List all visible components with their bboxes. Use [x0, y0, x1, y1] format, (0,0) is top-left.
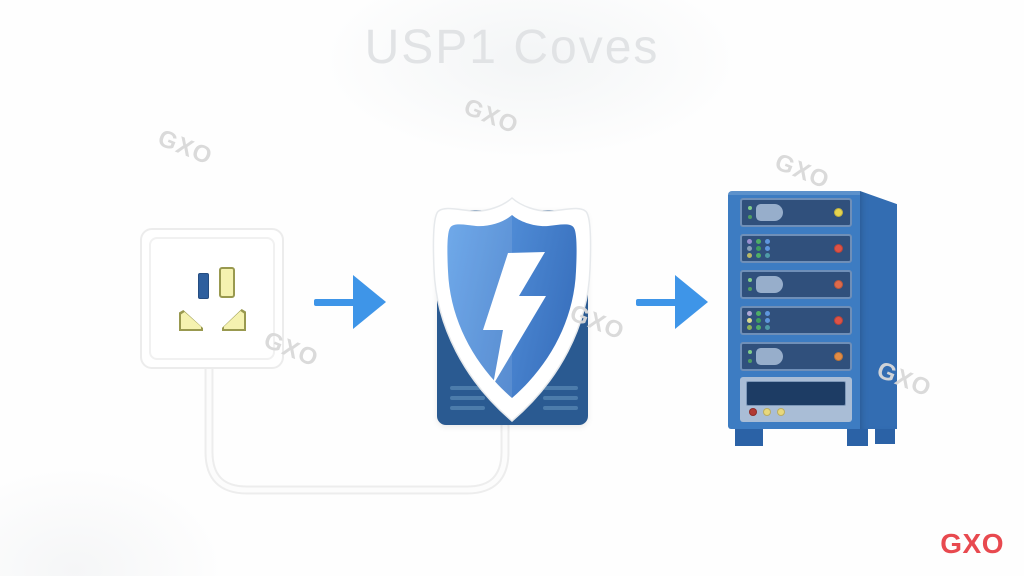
rack-units — [740, 198, 852, 371]
shield-lightning-icon — [432, 196, 592, 422]
port-led — [756, 325, 761, 330]
activity-led — [748, 215, 752, 219]
panel-led — [763, 408, 771, 416]
shield-facet — [447, 215, 512, 398]
port-led — [765, 311, 770, 316]
rack-side-panel — [860, 191, 897, 429]
gxo-logo: GXO — [940, 528, 1004, 559]
arrow-head — [675, 275, 708, 329]
status-led — [834, 352, 843, 361]
port-led — [747, 325, 752, 330]
port-led — [747, 311, 752, 316]
panel-led — [749, 408, 757, 416]
port-led — [765, 246, 770, 251]
vent-line — [543, 406, 578, 410]
outlet-faceplate — [149, 237, 275, 360]
flow-arrow-right — [636, 275, 708, 329]
rack-unit-drive-bay — [740, 198, 852, 227]
vent-line — [450, 396, 485, 400]
port-led — [756, 239, 761, 244]
arrow-shaft — [314, 299, 356, 306]
status-led — [834, 244, 843, 253]
control-screen — [746, 381, 846, 406]
drive-tray — [756, 204, 783, 221]
drive-tray — [756, 348, 783, 365]
rack-unit-drive-bay — [740, 342, 852, 371]
port-led — [756, 253, 761, 258]
activity-led — [748, 206, 752, 210]
server-rack-icon — [728, 191, 898, 451]
rack-foot — [875, 429, 895, 444]
drive-tray — [756, 276, 783, 293]
outlet-slot-neutral — [219, 267, 235, 298]
port-led — [747, 318, 752, 323]
port-led — [765, 318, 770, 323]
power-outlet-icon — [140, 228, 284, 369]
panel-leds — [749, 408, 785, 416]
activity-led — [748, 287, 752, 291]
vent-line — [450, 406, 485, 410]
status-led — [834, 208, 843, 217]
background-glow — [310, 0, 750, 165]
activity-led — [748, 359, 752, 363]
rack-unit-port-panel — [740, 234, 852, 263]
status-led — [834, 316, 843, 325]
page-title: USP1 Coves — [364, 21, 660, 74]
arrow-shaft — [636, 299, 678, 306]
panel-led — [777, 408, 785, 416]
vent-line — [450, 386, 485, 390]
status-led — [834, 280, 843, 289]
activity-led — [748, 278, 752, 282]
activity-led — [748, 350, 752, 354]
port-led — [765, 325, 770, 330]
rack-foot — [847, 429, 868, 446]
background-glow — [0, 455, 240, 576]
rack-unit-port-panel — [740, 306, 852, 335]
flow-arrow-right — [314, 275, 386, 329]
port-led — [747, 253, 752, 258]
lightning-bolt-icon — [483, 252, 546, 385]
port-led — [747, 239, 752, 244]
port-led — [756, 311, 761, 316]
outlet-slot-live — [198, 273, 209, 299]
rack-foot — [735, 429, 763, 446]
rack-unit-drive-bay — [740, 270, 852, 299]
rack-control-panel — [740, 377, 852, 422]
vent-line — [543, 396, 578, 400]
port-led — [747, 246, 752, 251]
port-led — [756, 246, 761, 251]
port-led — [756, 318, 761, 323]
port-led — [765, 239, 770, 244]
vent-line — [543, 386, 578, 390]
arrow-head — [353, 275, 386, 329]
port-led — [765, 253, 770, 258]
